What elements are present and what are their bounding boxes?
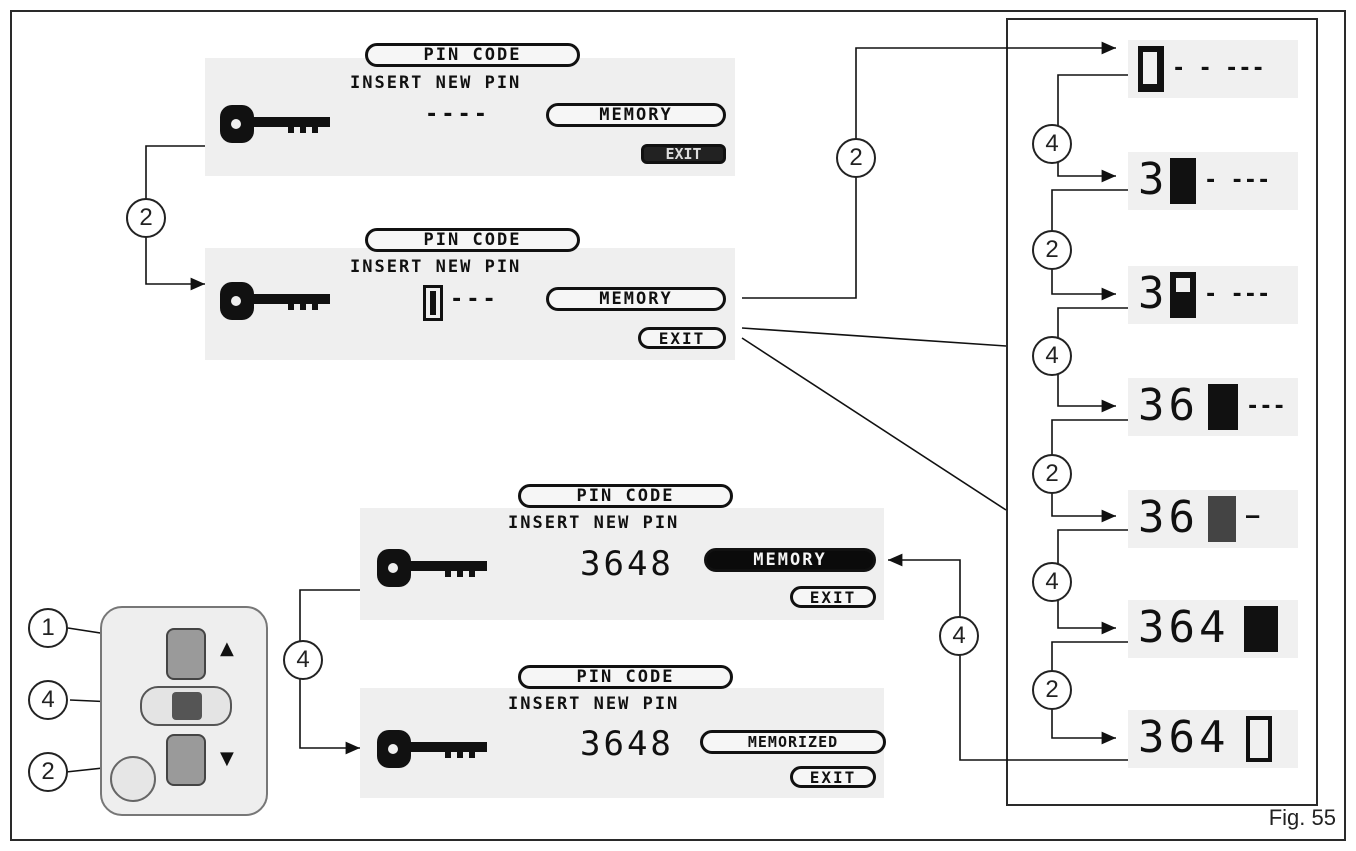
down-arrow-icon: ▼: [220, 748, 234, 769]
seq-step-1-tail: - - ---: [1172, 56, 1265, 81]
callout-seq-4: 2: [1032, 454, 1072, 494]
key-icon: [220, 105, 330, 143]
digit-sequence-frame: [1006, 18, 1318, 806]
insert-new-pin-3: INSERT NEW PIN: [508, 513, 680, 533]
memory-button-1: MEMORY: [546, 103, 726, 127]
memory-button-2: MEMORY: [546, 287, 726, 311]
exit-button-4: EXIT: [790, 766, 876, 788]
seq-step-7: 364: [1128, 710, 1298, 768]
callout-bottom-left: 4: [283, 640, 323, 680]
key-icon: [377, 730, 487, 768]
figure-frame: [10, 10, 1346, 841]
up-button: [166, 628, 206, 680]
seq-step-1: - - ---: [1128, 40, 1298, 98]
set-button-ring: [140, 686, 232, 726]
memorized-button-4: MEMORIZED: [700, 730, 886, 754]
pin-display-2: ---: [450, 287, 499, 312]
pin-display-4: 3648: [580, 724, 674, 764]
seq-step-4: 36 ---: [1128, 378, 1298, 436]
exit-button-3: EXIT: [790, 586, 876, 608]
seq-step-2-digits: 3: [1138, 154, 1169, 205]
seq-step-4-tail: ---: [1246, 394, 1286, 419]
seq-step-7-digits: 364: [1138, 712, 1230, 763]
seq-step-6: 364: [1128, 600, 1298, 658]
pin-code-header-1: PIN CODE: [365, 43, 580, 67]
seq-step-3-digits: 3: [1138, 268, 1169, 319]
pin-cursor-2: [423, 285, 443, 321]
seq-step-2: 3 - ---: [1128, 152, 1298, 210]
exit-button-2: EXIT: [638, 327, 726, 349]
callout-seq-3: 4: [1032, 336, 1072, 376]
pin-code-header-4: PIN CODE: [518, 665, 733, 689]
insert-new-pin-4: INSERT NEW PIN: [508, 694, 680, 714]
callout-seq-5: 4: [1032, 562, 1072, 602]
seq-step-5-tail: —: [1246, 504, 1260, 529]
callout-switch-2: 2: [28, 752, 68, 792]
key-icon: [377, 549, 487, 587]
up-arrow-icon: ▲: [220, 638, 234, 659]
set-button: [172, 692, 202, 720]
seq-step-5: 36 —: [1128, 490, 1298, 548]
callout-bottom-right: 4: [939, 616, 979, 656]
callout-switch-1: 1: [28, 608, 68, 648]
callout-seq-2: 2: [1032, 230, 1072, 270]
seq-step-6-digits: 364: [1138, 602, 1230, 653]
seq-step-4-digits: 36: [1138, 380, 1199, 431]
callout-left-top: 2: [126, 198, 166, 238]
key-icon: [220, 282, 330, 320]
pin-display-3: 3648: [580, 544, 674, 584]
down-button: [166, 734, 206, 786]
seq-step-2-tail: - ---: [1204, 168, 1271, 193]
exit-button-1: EXIT: [641, 144, 726, 164]
horn-dial: [110, 756, 156, 802]
callout-seq-6: 2: [1032, 670, 1072, 710]
insert-new-pin-2: INSERT NEW PIN: [350, 257, 522, 277]
pin-code-header-3: PIN CODE: [518, 484, 733, 508]
seq-step-3-tail: - ---: [1204, 282, 1271, 307]
callout-switch-4: 4: [28, 680, 68, 720]
callout-right-top: 2: [836, 138, 876, 178]
callout-seq-1: 4: [1032, 124, 1072, 164]
seq-step-3: 3 - ---: [1128, 266, 1298, 324]
insert-new-pin-1: INSERT NEW PIN: [350, 73, 522, 93]
memory-button-3-selected: MEMORY: [704, 548, 876, 572]
pin-code-header-2: PIN CODE: [365, 228, 580, 252]
pin-display-1: ----: [425, 102, 490, 127]
figure-label: Fig. 55: [1268, 805, 1336, 830]
seq-step-5-digits: 36: [1138, 492, 1199, 543]
